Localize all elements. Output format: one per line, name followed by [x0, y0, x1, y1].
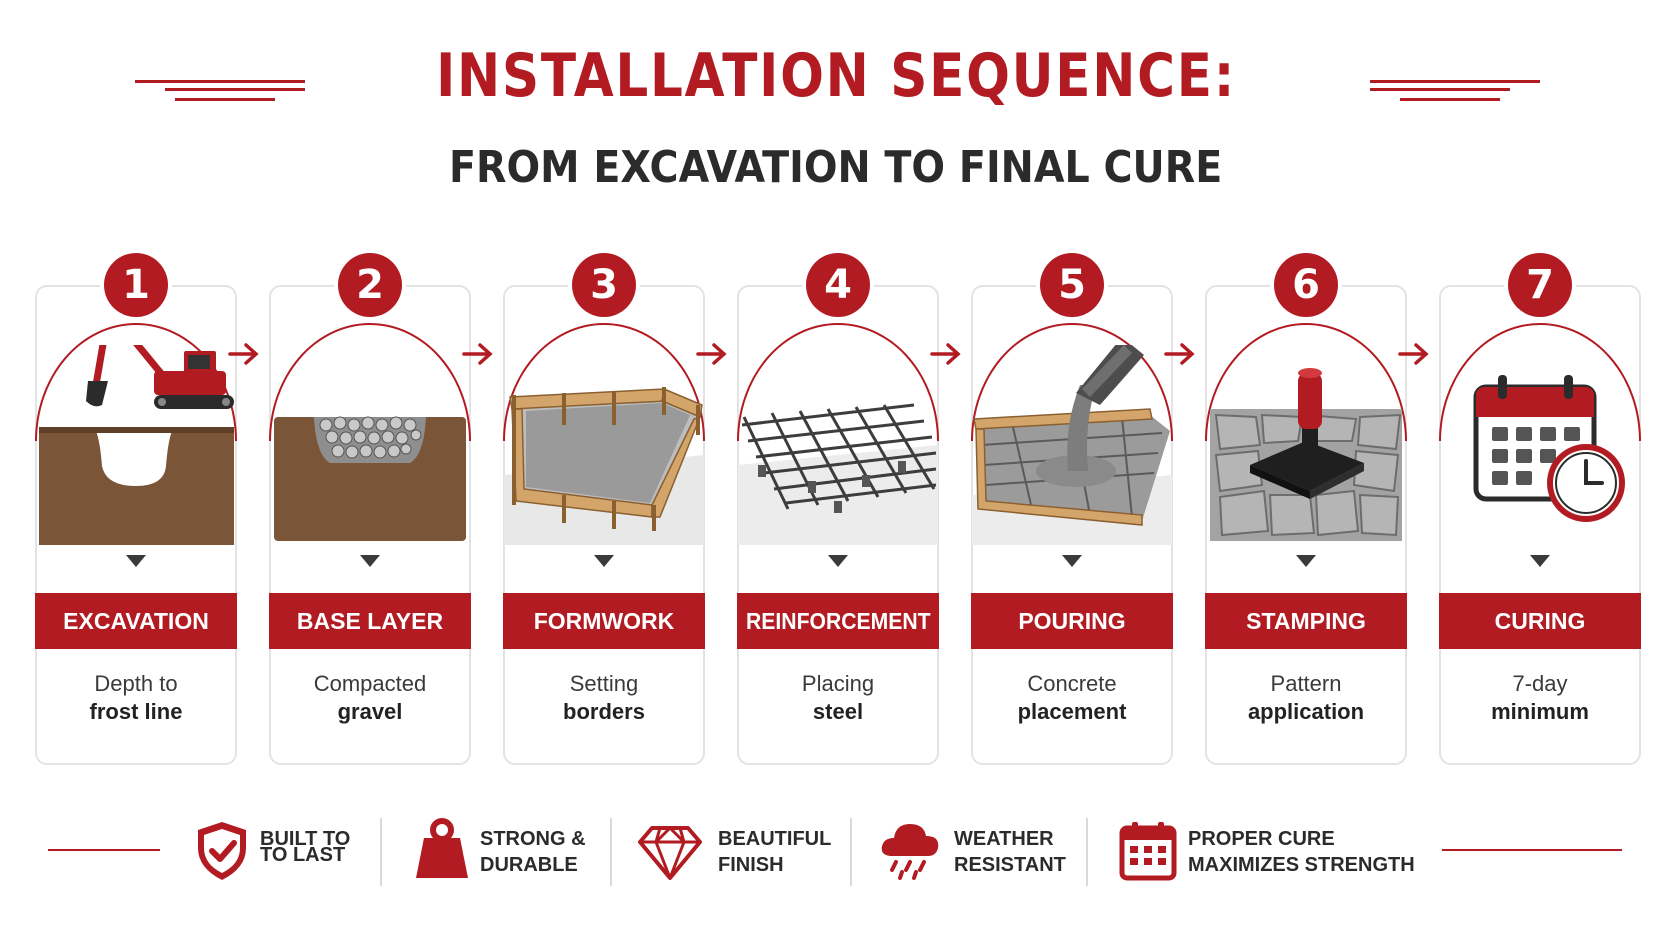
step-desc-line1: Depth to: [94, 671, 178, 696]
calendar-icon: [1119, 822, 1177, 881]
arrow-right-icon: [1398, 343, 1429, 365]
concrete-pour-icon: [972, 345, 1172, 545]
arrow-right-icon: [1164, 343, 1195, 365]
feature-line2: RESISTANT: [954, 854, 1066, 876]
step-label: FORMWORK: [533, 608, 675, 634]
feature-separator: [610, 818, 612, 886]
footer-divider-left: [48, 849, 160, 851]
step-number: 4: [806, 253, 870, 317]
footer-divider-right: [1442, 849, 1622, 851]
step-desc-line2: placement: [1017, 699, 1127, 724]
step-card-reinforcement: 4 REINFORCEMENT Placing steel: [737, 253, 939, 765]
step-desc-line2: minimum: [1491, 699, 1589, 724]
diamond-icon: [638, 826, 702, 880]
step-number: 3: [572, 253, 636, 317]
step-desc-line2: borders: [563, 699, 645, 724]
step-desc-line1: Concrete: [1027, 671, 1117, 696]
formwork-icon: [504, 387, 704, 545]
step-desc-line1: Setting: [569, 671, 639, 696]
step-desc-line1: Placing: [801, 671, 875, 696]
calendar-clock-icon: [1473, 375, 1625, 522]
step-card-curing: 7 CURING 7-day minimum: [1439, 253, 1641, 765]
page-subtitle: FROM EXCAVATION TO FINAL CURE: [449, 142, 1223, 193]
feature-line1: BEAUTIFUL: [718, 828, 832, 850]
step-label: POURING: [1018, 608, 1126, 634]
step-card-pouring: 5 POURING Concrete placement: [971, 253, 1173, 765]
step-label: EXCAVATION: [63, 608, 209, 634]
stamp-icon: [1210, 368, 1402, 541]
step-number: 1: [104, 253, 168, 317]
arrow-right-icon: [930, 343, 961, 365]
feature-line2: DURABLE: [480, 854, 578, 876]
feature-separator: [850, 818, 852, 886]
step-card-excavation: 1 EXCAVATION Depth to frost line: [35, 253, 237, 765]
step-desc-line2: frost line: [89, 699, 183, 724]
step-number: 5: [1040, 253, 1104, 317]
step-card-formwork: 3 FORMWORK Setting borders: [503, 253, 705, 765]
excavator-icon: [39, 345, 234, 545]
page-title: INSTALLATION SEQUENCE:: [436, 41, 1236, 111]
step-label: STAMPING: [1246, 608, 1366, 634]
step-label: BASE LAYER: [296, 608, 444, 634]
step-desc-line2: steel: [812, 699, 864, 724]
arrow-right-icon: [228, 343, 259, 365]
step-desc-line2: application: [1247, 699, 1365, 724]
rebar-grid-icon: [738, 403, 938, 545]
step-desc-line2: gravel: [337, 699, 403, 724]
step-number: 6: [1274, 253, 1338, 317]
step-card-stamping: 6 STAMPING Pattern application: [1205, 253, 1407, 765]
step-label: REINFORCEMENT: [745, 608, 931, 634]
feature-line1: WEATHER: [954, 828, 1054, 850]
step-number: 2: [338, 253, 402, 317]
step-number: 7: [1508, 253, 1572, 317]
arrow-right-icon: [696, 343, 727, 365]
feature-separator: [1086, 818, 1088, 886]
feature-line2: FINISH: [718, 854, 784, 876]
weight-icon: [416, 818, 468, 878]
feature-line1: PROPER CURE: [1188, 828, 1335, 850]
shield-check-icon: [198, 822, 246, 880]
gravel-base-icon: [274, 416, 466, 541]
rain-cloud-icon: [881, 824, 939, 880]
feature-line1: BUILT TO: [260, 828, 351, 850]
step-desc-line1: Compacted: [313, 671, 427, 696]
step-desc-line1: 7-day: [1512, 671, 1568, 696]
step-card-base-layer: 2 BASE LAYER Compacted gravel: [269, 253, 471, 765]
step-desc-line1: Pattern: [1270, 671, 1342, 696]
feature-line2: TO LAST: [260, 844, 346, 866]
feature-separator: [380, 818, 382, 886]
step-label: CURING: [1494, 608, 1586, 634]
feature-line1: STRONG &: [480, 828, 586, 850]
arrow-right-icon: [462, 343, 493, 365]
feature-line2: MAXIMIZES STRENGTH: [1188, 854, 1415, 876]
